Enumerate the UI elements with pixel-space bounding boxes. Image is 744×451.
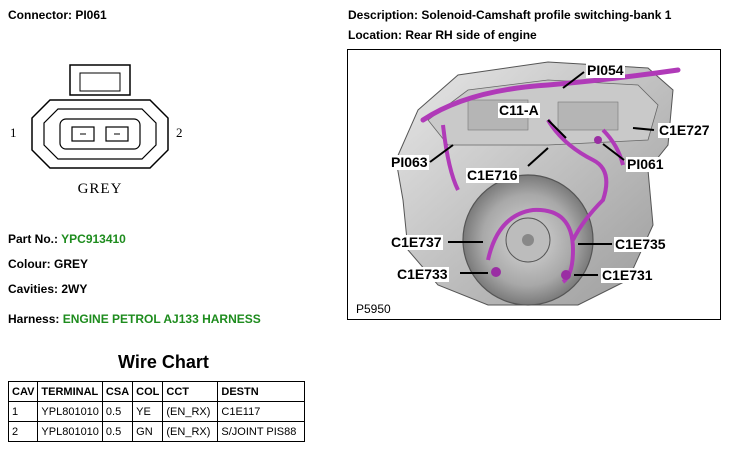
engine-location-figure: PI054 C11-A C1E727 PI063 C1E716 PI061 C1…: [347, 49, 721, 320]
arrow-pi054: [562, 71, 585, 89]
header-cav: CAV: [7, 381, 39, 402]
callout-c1e727: C1E727: [658, 122, 711, 138]
pin-label-1: 1: [10, 125, 17, 140]
figure-code: P5950: [354, 302, 393, 316]
callout-c1e737: C1E737: [390, 234, 443, 250]
location-value: Rear RH side of engine: [405, 28, 537, 42]
connector-label: Connector:: [8, 8, 72, 22]
header-cct: CCT: [162, 381, 219, 402]
engine-illustration: [395, 61, 681, 306]
part-no-row: Part No.: YPC913410: [8, 232, 126, 246]
header-csa: CSA: [101, 381, 134, 402]
callout-c1e731: C1E731: [601, 267, 654, 283]
callout-pi063: PI063: [390, 154, 429, 170]
callout-c11a: C11-A: [498, 102, 540, 118]
engine-detail-2: [557, 101, 619, 131]
arrow-c1e716: [527, 147, 549, 167]
connector-latch-inner: [79, 72, 121, 92]
wire-chart-table: CAV TERMINAL CSA COL CCT DESTN 1 YPL8010…: [7, 381, 306, 442]
table-row: 2 YPL801010 0.5 GN (EN_RX) S/JOINT PIS88: [7, 421, 306, 442]
cell-cav: 2: [7, 421, 39, 442]
pin-cavity-2: [105, 126, 129, 142]
cell-destn: C1E117: [217, 401, 306, 422]
connector-marker-c1e733: [491, 267, 501, 277]
connector-value: PI061: [75, 8, 107, 22]
header-terminal: TERMINAL: [37, 381, 103, 402]
description-row: Description: Solenoid-Camshaft profile s…: [348, 8, 671, 22]
wire-chart-title: Wire Chart: [118, 352, 209, 372]
harness-top: [420, 67, 681, 123]
colour-row: Colour: GREY: [8, 257, 88, 271]
cell-csa: 0.5: [101, 401, 134, 422]
harness-label: Harness:: [8, 312, 60, 326]
cell-cav: 1: [7, 401, 39, 422]
location-label: Location:: [348, 28, 402, 42]
harness-lower-loop: [486, 207, 576, 284]
pin-label-2: 2: [176, 125, 183, 140]
header-col: COL: [132, 381, 164, 402]
table-row: 1 YPL801010 0.5 YE (EN_RX) C1E117: [7, 401, 306, 422]
arrow-c1e727: [632, 127, 655, 131]
cell-terminal: YPL801010: [37, 421, 103, 442]
pin-housing: [59, 118, 141, 150]
harness-left-branch: [441, 124, 460, 191]
connector-marker-pi061: [594, 136, 602, 144]
callout-c1e735: C1E735: [614, 236, 667, 252]
cavities-value: 2WY: [61, 282, 88, 296]
colour-label: Colour:: [8, 257, 51, 271]
connector-face-diagram: 1 2 GREY: [10, 64, 183, 197]
arrow-pi063: [429, 144, 454, 163]
connector-colour-caption: GREY: [78, 181, 123, 197]
callout-pi054: PI054: [586, 62, 625, 78]
harness-center-branch: [546, 118, 609, 241]
harness-row: Harness: ENGINE PETROL AJ133 HARNESS: [8, 312, 261, 326]
callout-c1e733: C1E733: [396, 266, 449, 282]
cavities-row: Cavities: 2WY: [8, 282, 87, 296]
cell-cct: (EN_RX): [162, 421, 219, 442]
flywheel-center: [522, 234, 534, 246]
harness-value[interactable]: ENGINE PETROL AJ133 HARNESS: [62, 312, 261, 326]
cell-terminal: YPL801010: [37, 401, 103, 422]
part-no-value[interactable]: YPC913410: [61, 232, 126, 246]
part-no-label: Part No.:: [8, 232, 59, 246]
connector-outer-shell: [31, 99, 169, 169]
cell-destn: S/JOINT PIS88: [217, 421, 306, 442]
callout-pi061: PI061: [626, 156, 665, 172]
connector-inner-shell: [43, 108, 157, 160]
connector-row: Connector: PI061: [8, 8, 107, 22]
cell-csa: 0.5: [101, 421, 134, 442]
connector-latch-tab: [69, 64, 131, 96]
cell-cct: (EN_RX): [162, 401, 219, 422]
colour-value: GREY: [54, 257, 89, 271]
header-destn: DESTN: [217, 381, 306, 402]
cell-col: YE: [132, 401, 164, 422]
harness-right-branch: [601, 128, 625, 166]
arrow-c11a: [547, 119, 567, 139]
wire-chart-header-row: CAV TERMINAL CSA COL CCT DESTN: [7, 381, 306, 402]
description-label: Description:: [348, 8, 419, 22]
callout-c1e716: C1E716: [466, 167, 519, 183]
pin-cavity-1: [71, 126, 95, 142]
cavities-label: Cavities:: [8, 282, 59, 296]
connector-marker-c1e731: [561, 270, 571, 280]
location-row: Location: Rear RH side of engine: [348, 28, 537, 42]
cell-col: GN: [132, 421, 164, 442]
description-value: Solenoid-Camshaft profile switching-bank…: [421, 8, 672, 22]
arrow-pi061: [602, 143, 625, 161]
